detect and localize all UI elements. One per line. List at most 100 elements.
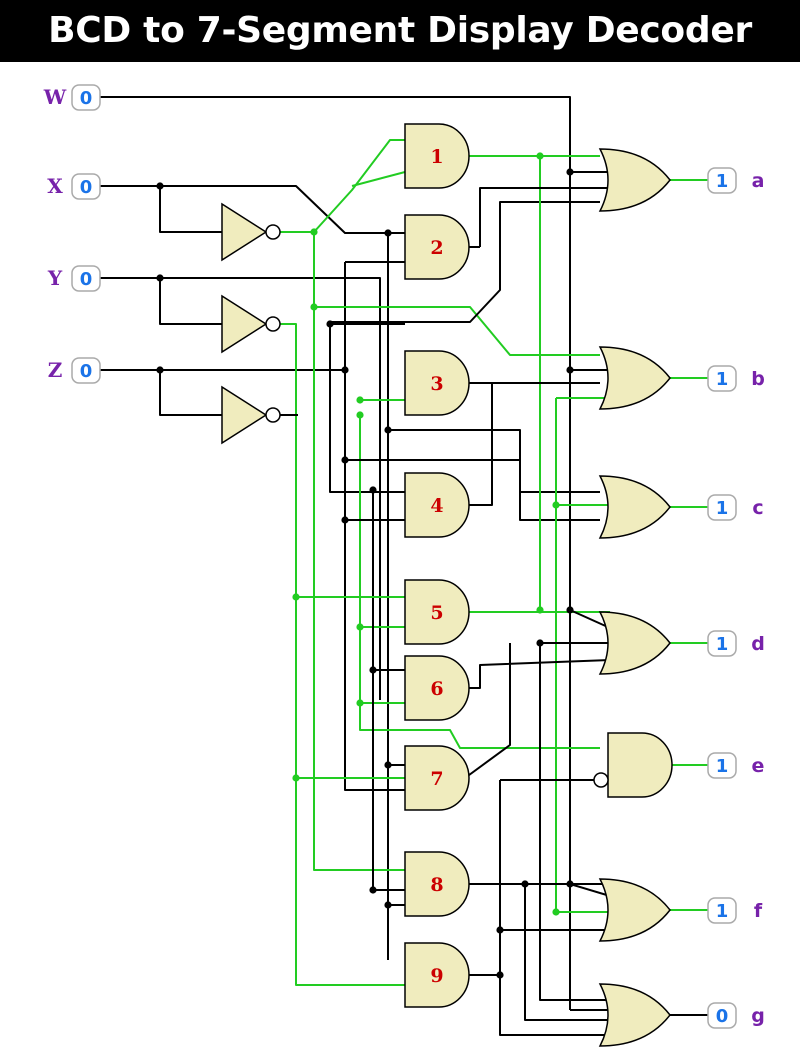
- wire: [159, 370, 222, 416]
- output-pin-e: [707, 752, 737, 779]
- wire: [569, 609, 611, 629]
- title-bar: BCD to 7-Segment Display Decoder: [0, 0, 800, 62]
- wire: [313, 139, 405, 233]
- or-gate-g: [598, 983, 671, 1047]
- output-value-c: 1: [716, 498, 729, 519]
- junction-dot: [496, 971, 504, 979]
- input-toggle-z[interactable]: [71, 357, 101, 384]
- junction-dot: [292, 774, 300, 782]
- junction-dot: [356, 396, 364, 404]
- and-gate-6: [404, 655, 470, 721]
- input-label-z: Z: [48, 358, 63, 382]
- junction-dot: [384, 426, 392, 434]
- junction-dot: [536, 152, 544, 160]
- output-value-b: 1: [716, 369, 729, 390]
- output-pin-b: [707, 365, 737, 392]
- y-line: [100, 277, 381, 700]
- wire: [465, 659, 611, 689]
- junction-dot: [292, 593, 300, 601]
- junction-dot: [384, 229, 392, 237]
- junction-dot: [356, 411, 364, 419]
- or-gate-d: [598, 611, 671, 675]
- wire: [345, 459, 600, 493]
- or-gate-c: [598, 475, 671, 539]
- wire: [314, 306, 600, 356]
- not-gate-y: [221, 294, 268, 354]
- output-label-c: c: [752, 497, 763, 519]
- and-gate-2: [404, 214, 470, 280]
- junction-dot: [326, 320, 334, 328]
- output-pin-a: [707, 167, 737, 194]
- wire: [329, 324, 405, 493]
- junction-dot: [341, 366, 349, 374]
- output-value-f: 1: [716, 901, 729, 922]
- wire: [569, 883, 611, 897]
- output-label-d: d: [751, 633, 765, 655]
- not-gate-x: [221, 202, 268, 262]
- and-gate-1-label: 1: [430, 146, 443, 168]
- input-value-w: 0: [80, 88, 93, 109]
- and-gate-5-label: 5: [430, 602, 443, 624]
- not-gate-z-bubble: [265, 407, 281, 423]
- y-true-trunk: [344, 262, 405, 791]
- wire: [465, 382, 493, 506]
- junction-dot: [369, 486, 377, 494]
- junction-dot: [156, 274, 164, 282]
- junction-dot: [496, 926, 504, 934]
- not-y-trunk: [280, 323, 405, 986]
- page-title: BCD to 7-Segment Display Decoder: [48, 10, 752, 51]
- output-label-g: g: [751, 1005, 765, 1027]
- input-label-x: X: [47, 174, 63, 198]
- wire: [479, 187, 610, 247]
- output-value-e: 1: [716, 756, 729, 777]
- input-label-y: Y: [47, 266, 63, 290]
- output-pin-d: [707, 630, 737, 657]
- output-pin-c: [707, 494, 737, 521]
- and-gate-e-bubble: [593, 772, 609, 788]
- input-toggle-x[interactable]: [71, 173, 101, 200]
- wire: [464, 643, 511, 779]
- not-gate-x-bubble: [265, 224, 281, 240]
- junction-dot: [384, 761, 392, 769]
- and-gate-2-label: 2: [430, 237, 443, 259]
- and-gate-3-label: 3: [430, 373, 443, 395]
- junction-dot: [369, 886, 377, 894]
- junction-dot: [521, 880, 529, 888]
- junction-dot: [384, 901, 392, 909]
- x-line: [100, 185, 405, 234]
- and-gate-1: [404, 123, 470, 189]
- junction-dot: [369, 666, 377, 674]
- junction-dot: [310, 303, 318, 311]
- and-gate-3: [404, 350, 470, 416]
- junction-dot: [156, 182, 164, 190]
- junction-dot: [566, 168, 574, 176]
- or-gate-a: [598, 148, 671, 212]
- output-value-d: 1: [716, 634, 729, 655]
- junction-dot: [356, 623, 364, 631]
- or-gate-f: [598, 878, 671, 942]
- junction-dot: [341, 456, 349, 464]
- output-label-f: f: [754, 900, 763, 922]
- junction-dot: [156, 366, 164, 374]
- wire: [330, 201, 600, 323]
- input-toggle-w[interactable]: [71, 84, 101, 111]
- junction-dot: [341, 516, 349, 524]
- b-green-bus: [555, 398, 610, 913]
- and-gate-8: [404, 851, 470, 917]
- not-gate-y-bubble: [265, 316, 281, 332]
- wire: [524, 884, 610, 1021]
- and-gate-8-label: 8: [430, 874, 443, 896]
- junction-dot: [566, 880, 574, 888]
- output-label-b: b: [751, 368, 765, 390]
- not-z-trunk: [359, 415, 600, 749]
- junction-dot: [566, 366, 574, 374]
- wire: [499, 780, 610, 1036]
- and-gate-9: [404, 942, 470, 1008]
- input-toggle-y[interactable]: [71, 265, 101, 292]
- wire: [159, 278, 222, 325]
- output-label-a: a: [752, 170, 765, 192]
- and-gate-4-label: 4: [430, 495, 443, 517]
